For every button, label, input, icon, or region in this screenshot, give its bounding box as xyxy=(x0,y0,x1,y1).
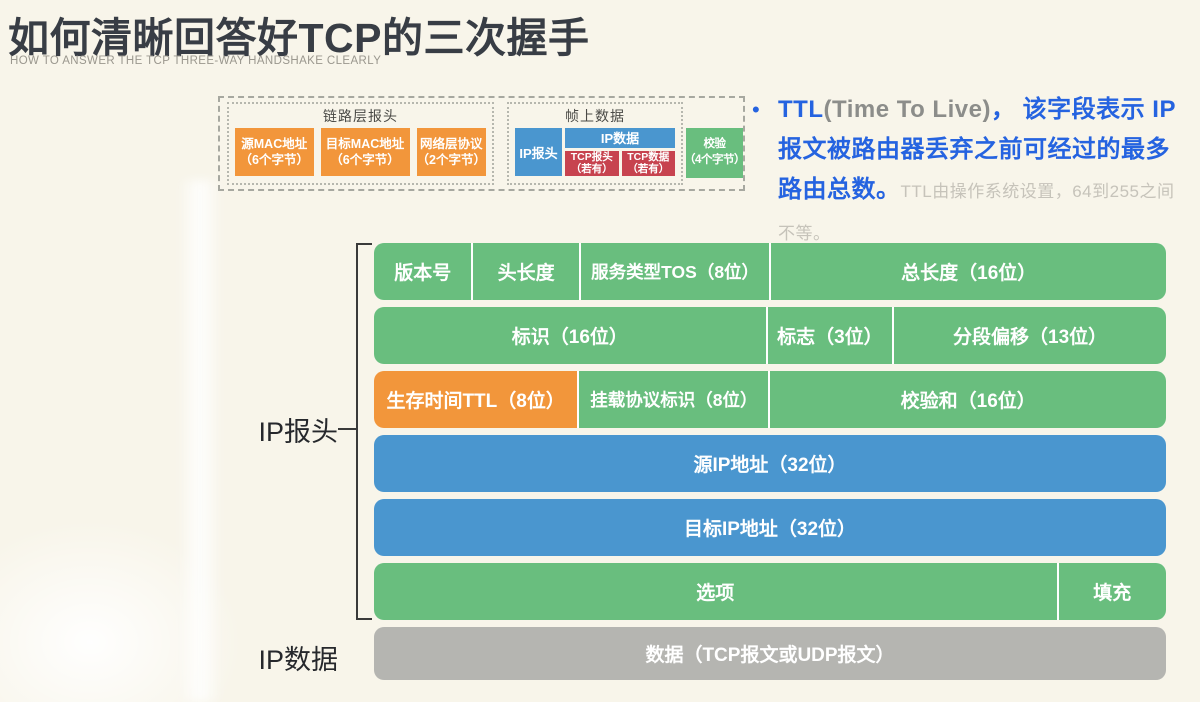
page-subtitle: HOW TO ANSWER THE TCP THREE-WAY HANDSHAK… xyxy=(10,55,382,67)
ttl-note-detail: TTL由操作系统设置，64到255之间不等。 xyxy=(778,182,1175,243)
ip-data-side-label: IP数据 xyxy=(258,645,338,675)
field-padding: 填充 xyxy=(1058,563,1166,620)
ip-header-bracket xyxy=(356,243,372,620)
field-ttl: 生存时间TTL（8位） xyxy=(374,371,578,428)
ttl-note-ttl: TTL xyxy=(778,96,824,123)
frame-checksum-line2: （4个字节） xyxy=(684,154,745,166)
field-identification: 标识（16位） xyxy=(374,307,766,364)
field-header-length: 头长度 xyxy=(473,243,579,300)
network-protocol-line2: （2个字节） xyxy=(416,153,486,167)
ip-row-4: 源IP地址（32位） xyxy=(374,435,1166,492)
tcp-header-line2: （若有） xyxy=(570,163,613,176)
ethernet-frame-diagram: 链路层报头 源MAC地址 （6个字节） 目标MAC地址 （6个字节） 网络层协议… xyxy=(218,96,745,191)
corner-glow xyxy=(0,522,240,702)
source-mac-line1: 源MAC地址 xyxy=(241,136,308,151)
field-total-length: 总长度（16位） xyxy=(771,243,1166,300)
dest-mac-line1: 目标MAC地址 xyxy=(325,136,405,151)
frame-checksum-line1: 校验 xyxy=(703,138,727,151)
page-title: 如何清晰回答好TCP的三次握手 xyxy=(8,15,590,61)
ip-row-1: 版本号 头长度 服务类型TOS（8位） 总长度（16位） xyxy=(374,243,1166,300)
ip-header-diagram: 版本号 头长度 服务类型TOS（8位） 总长度（16位） 标识（16位） 标志（… xyxy=(374,243,1166,680)
ip-header-box: IP报头 xyxy=(515,128,562,176)
tcp-data-line2: （若有） xyxy=(627,163,670,176)
field-dest-ip: 目标IP地址（32位） xyxy=(374,499,1166,556)
ip-header-bracket-tick xyxy=(338,428,356,430)
tcp-header-box: TCP报头 （若有） xyxy=(565,150,619,176)
frame-checksum-box: 校验 （4个字节） xyxy=(684,128,745,178)
ip-data-box: IP数据 xyxy=(565,128,675,148)
ip-data-column: IP数据 TCP报头 （若有） TCP数据 （若有） xyxy=(565,128,675,176)
tcp-header-line1: TCP报头 xyxy=(570,150,613,163)
source-mac-box: 源MAC地址 （6个字节） xyxy=(235,128,314,176)
field-data: 数据（TCP报文或UDP报文） xyxy=(374,627,1166,680)
link-layer-boxes: 源MAC地址 （6个字节） 目标MAC地址 （6个字节） 网络层协议 （2个字节… xyxy=(235,128,486,176)
network-protocol-box: 网络层协议 （2个字节） xyxy=(416,128,486,176)
field-source-ip: 源IP地址（32位） xyxy=(374,435,1166,492)
ip-header-side-label: IP报头 xyxy=(258,417,338,447)
ttl-note: • TTL(Time To Live)， 该字段表示 IP 报文被路由器丢弃之前… xyxy=(752,90,1190,254)
ttl-note-text: TTL(Time To Live)， 该字段表示 IP 报文被路由器丢弃之前可经… xyxy=(778,90,1190,254)
field-tos: 服务类型TOS（8位） xyxy=(580,243,770,300)
light-streak xyxy=(178,180,222,702)
tcp-boxes: TCP报头 （若有） TCP数据 （若有） xyxy=(565,150,675,176)
field-fragment-offset: 分段偏移（13位） xyxy=(894,307,1166,364)
ip-row-3: 生存时间TTL（8位） 挂载协议标识（8位） 校验和（16位） xyxy=(374,371,1166,428)
frame-data-boxes: IP报头 IP数据 TCP报头 （若有） TCP数据 （若有） xyxy=(515,128,675,176)
link-layer-header-group: 链路层报头 源MAC地址 （6个字节） 目标MAC地址 （6个字节） 网络层协议… xyxy=(227,102,494,185)
field-options: 选项 xyxy=(374,563,1057,620)
field-checksum: 校验和（16位） xyxy=(770,371,1166,428)
ip-row-2: 标识（16位） 标志（3位） 分段偏移（13位） xyxy=(374,307,1166,364)
ip-row-5: 目标IP地址（32位） xyxy=(374,499,1166,556)
dest-mac-box: 目标MAC地址 （6个字节） xyxy=(320,128,410,176)
frame-data-group: 帧上数据 IP报头 IP数据 TCP报头 （若有） TCP数据 （若有） xyxy=(507,102,683,185)
source-mac-line2: （6个字节） xyxy=(239,153,309,167)
ip-row-6: 选项 填充 xyxy=(374,563,1166,620)
field-version: 版本号 xyxy=(374,243,472,300)
link-layer-header-label: 链路层报头 xyxy=(323,108,398,124)
network-protocol-line1: 网络层协议 xyxy=(420,136,483,151)
ttl-note-body: ， 该字段表示 IP 报文被路由器丢弃之前可经过的最多路由总数。 xyxy=(778,96,1176,203)
ip-row-7: 数据（TCP报文或UDP报文） xyxy=(374,627,1166,680)
field-flags: 标志（3位） xyxy=(767,307,893,364)
field-protocol: 挂载协议标识（8位） xyxy=(579,371,769,428)
frame-data-label: 帧上数据 xyxy=(565,108,625,124)
ttl-note-paren: (Time To Live) xyxy=(823,96,991,123)
dest-mac-line2: （6个字节） xyxy=(330,153,400,167)
bullet-marker: • xyxy=(752,97,760,122)
tcp-data-box: TCP数据 （若有） xyxy=(621,150,675,176)
tcp-data-line1: TCP数据 xyxy=(627,150,670,163)
